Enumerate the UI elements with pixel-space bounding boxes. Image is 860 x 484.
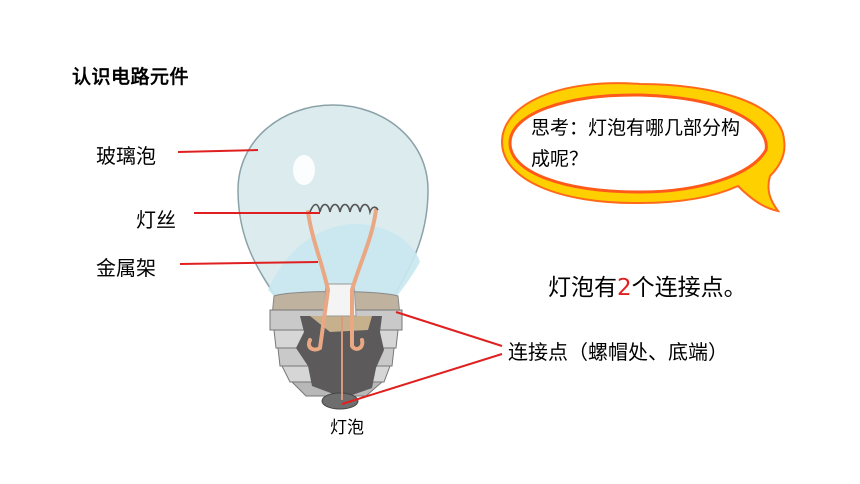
speech-bubble [500,82,786,213]
connection-statement: 灯泡有2个连接点。 [548,268,747,302]
callout-line-contact-bottom [341,353,503,405]
callout-line-contact-top [395,311,503,347]
bottom-contact [321,392,359,410]
label-metal-frame: 金属架 [96,256,156,280]
page-title: 认识电路元件 [72,66,190,88]
callout-line-glass [177,149,259,153]
statement-suffix: 个连接点。 [631,275,747,301]
metal-frame-right [350,208,378,351]
label-glass-bulb: 玻璃泡 [96,144,156,168]
statement-number: 2 [617,275,632,301]
callout-lines [177,149,503,405]
speech-bubble-inner [508,93,768,194]
metal-frame-left [306,210,331,352]
label-filament: 灯丝 [136,208,176,232]
light-bulb-illustration [237,104,429,410]
screw-base [269,309,403,398]
callout-line-frame [179,261,319,265]
label-contacts: 连接点（螺帽处、底端） [508,340,728,364]
bulb-caption: 灯泡 [330,418,364,438]
glass-inner-tint [268,223,420,300]
statement-prefix: 灯泡有 [548,275,617,301]
glass-highlight [293,155,315,185]
bubble-question: 思考：灯泡有哪几部分构成呢？ [531,117,741,170]
filament-coil [309,203,379,216]
